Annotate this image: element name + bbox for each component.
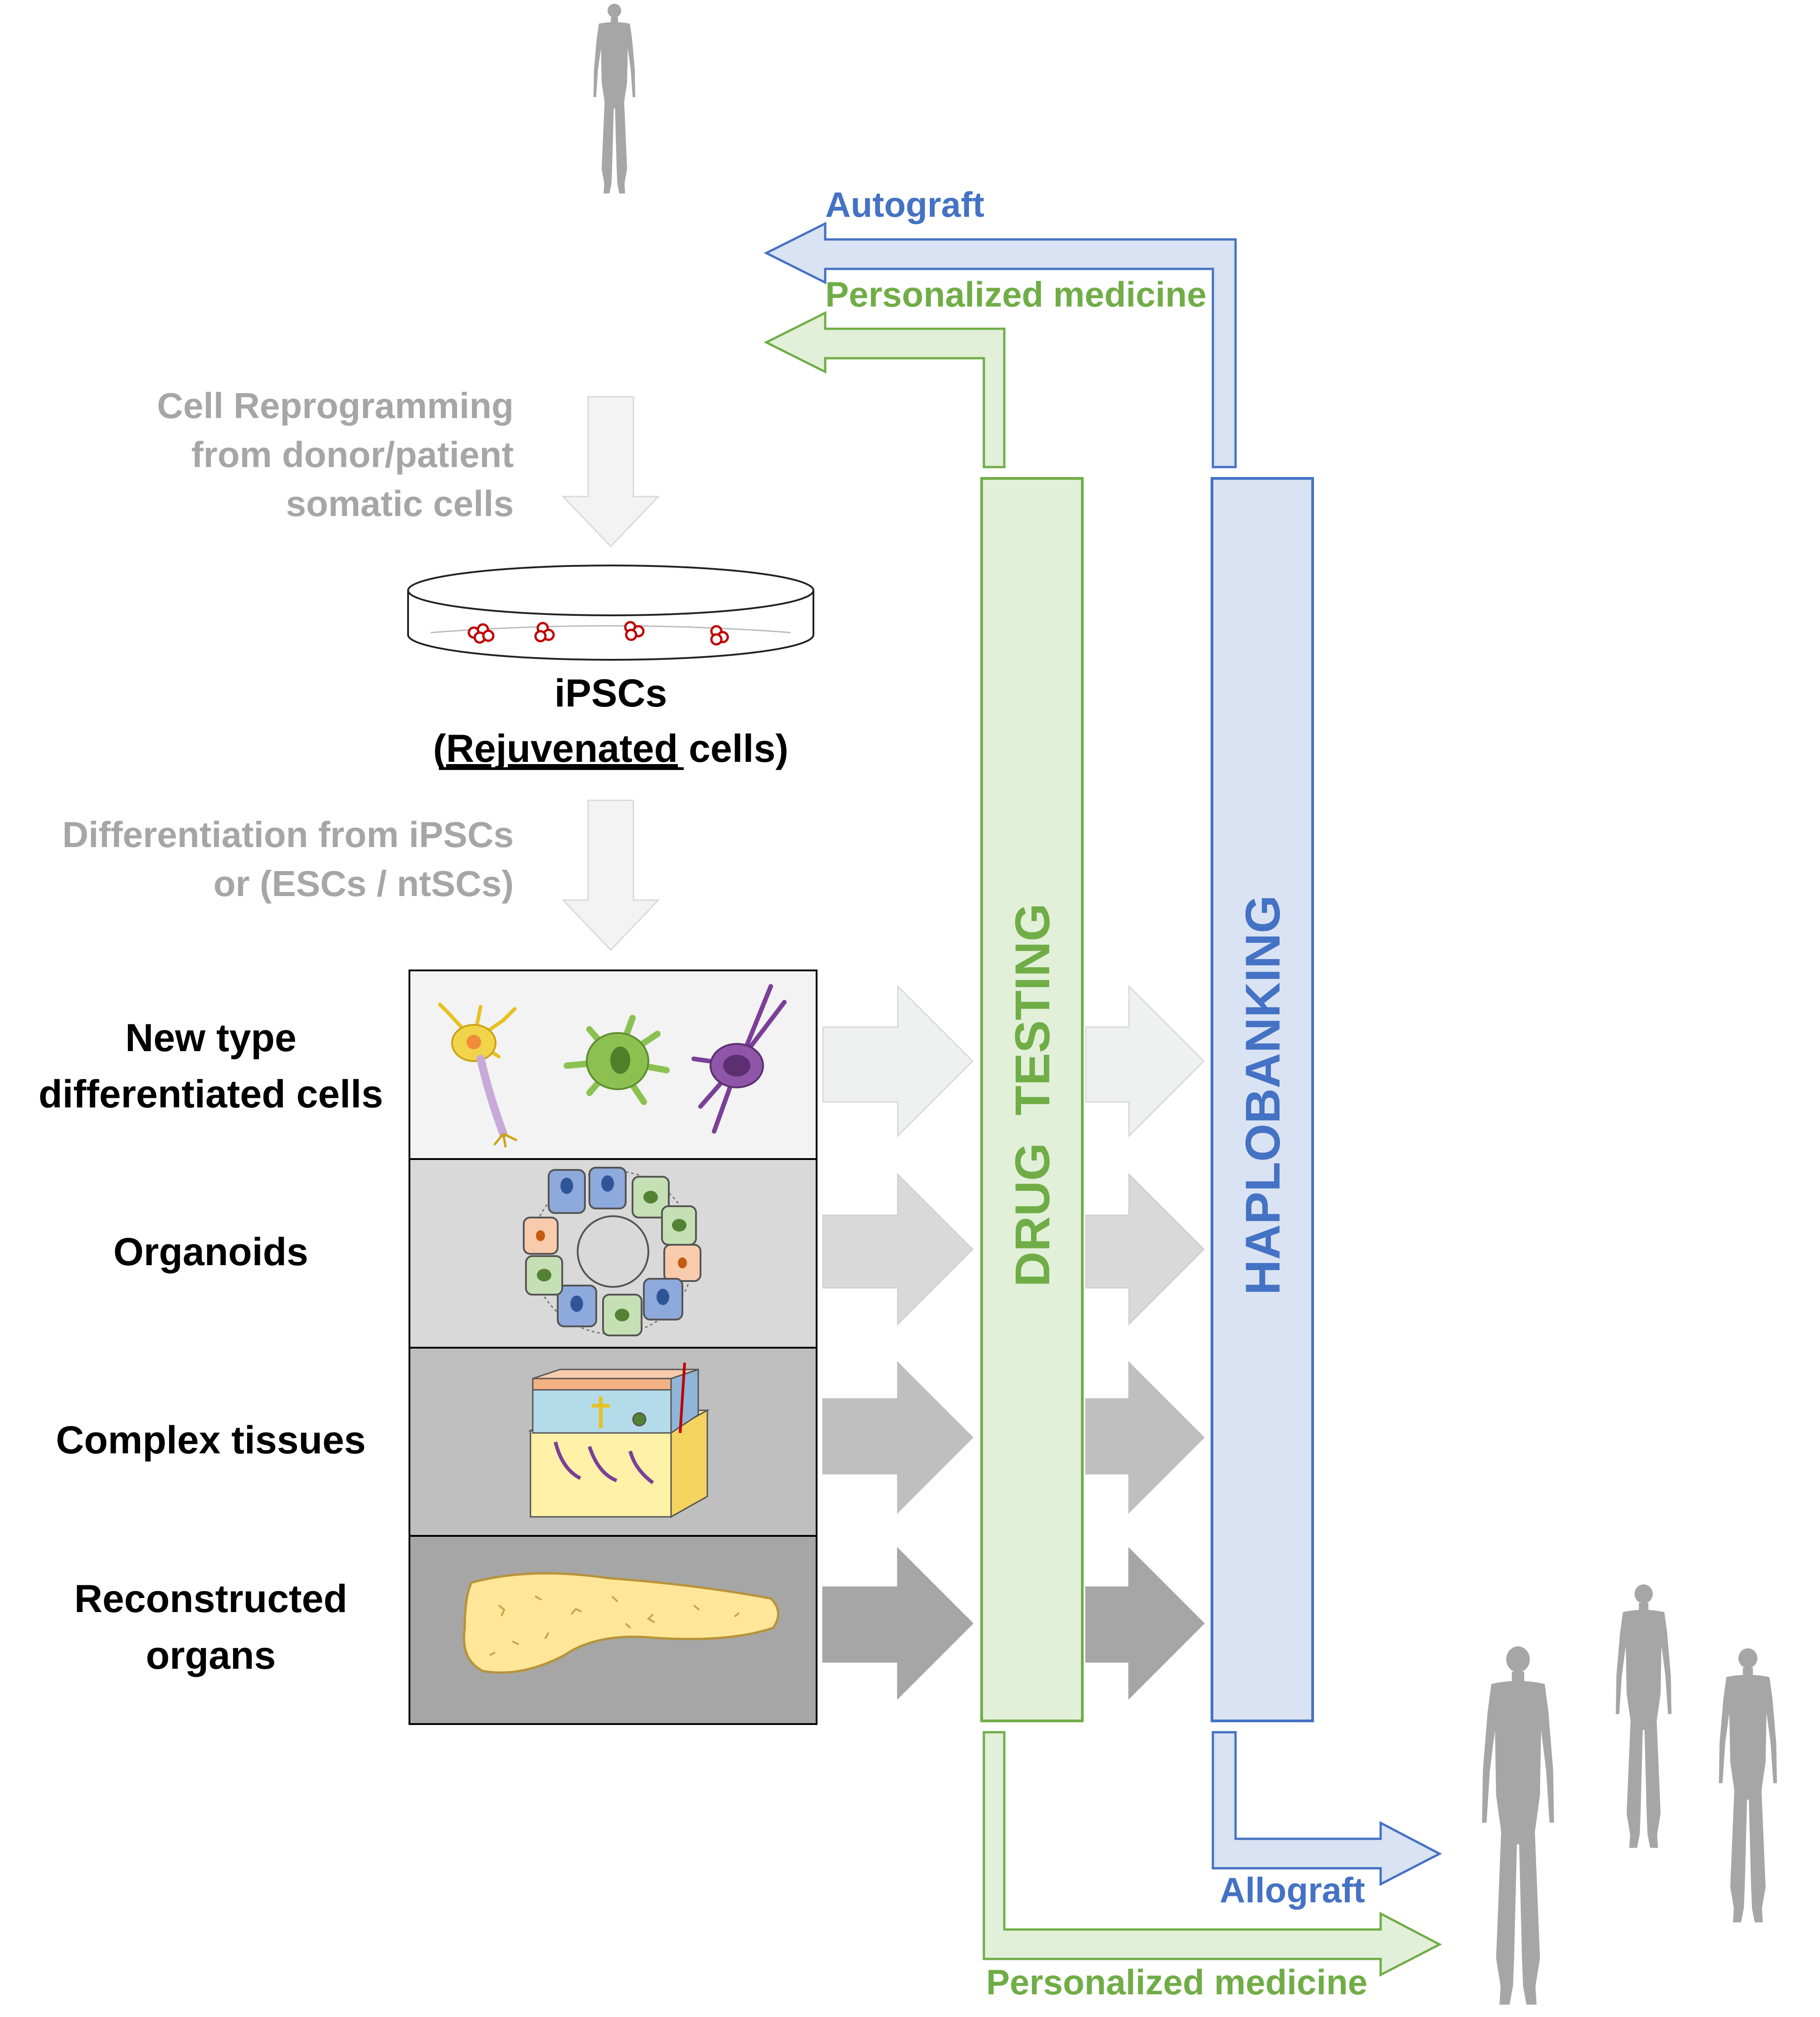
ipscs-subtitle: (Rejuvenated cells) [433, 727, 788, 770]
ipsc-colony [624, 621, 645, 641]
personalized-medicine-top-label: Personalized medicine [825, 274, 1207, 314]
differentiation-line-2: or (ESCs / ntSCs) [214, 863, 514, 904]
astrocyte-illustration [564, 1015, 670, 1105]
row-label-cells-2: differentiated cells [39, 1072, 383, 1116]
allograft-label: Allograft [1220, 1870, 1365, 1910]
donor-silhouette [593, 4, 636, 194]
ipscs-rest: cells) [678, 727, 788, 770]
allograft-arrow [1212, 1731, 1442, 1886]
reprogramming-line-2: from donor/patient [191, 434, 514, 475]
row-arrows-organs [822, 1547, 1205, 1700]
differentiation-caption: Differentiation from iPSCs or (ESCs / nt… [62, 814, 514, 904]
ipsc-colony [710, 625, 729, 646]
row-label-cells-1: New type [125, 1016, 297, 1060]
ipscs-title: iPSCs [555, 672, 667, 715]
haplobanking-label: HAPLOBANKING [1235, 895, 1290, 1295]
drug-testing-bar [980, 477, 1084, 1722]
recipient-silhouette-3 [1719, 1648, 1777, 1923]
differentiation-arrow [561, 799, 660, 951]
reprogramming-line-1: Cell Reprogramming [157, 385, 514, 426]
reprogramming-caption: Cell Reprogramming from donor/patient so… [157, 385, 514, 524]
row-arrows-cells [822, 984, 1205, 1138]
row-label-organs-2: organs [146, 1634, 276, 1677]
personalized-medicine-bottom-label: Personalized medicine [986, 1962, 1367, 2002]
organoid-illustration [523, 1167, 701, 1336]
recipient-silhouette-1 [1482, 1646, 1554, 2005]
purple-cell-illustration [691, 984, 787, 1134]
ipsc-colony [534, 622, 555, 643]
pancreas-illustration [462, 1572, 779, 1674]
row-label-organoids: Organoids [113, 1230, 308, 1274]
row-labels: New type differentiated cells Organoids … [39, 1016, 383, 1677]
row-label-tissues: Complex tissues [56, 1418, 365, 1462]
differentiation-line-1: Differentiation from iPSCs [62, 814, 514, 855]
reprogramming-line-3: somatic cells [286, 483, 514, 524]
personalized-medicine-bottom-arrow [983, 1731, 1442, 1977]
ipscs-open-paren: ( [433, 727, 446, 770]
ipsc-colony [467, 623, 495, 644]
neuron-illustration [438, 1003, 518, 1148]
petri-dish [407, 565, 814, 661]
tissue-illustration [528, 1362, 710, 1518]
recipient-silhouette-2 [1616, 1584, 1672, 1848]
ipscs-underlined-word: Rejuvenated [446, 727, 678, 770]
personalized-medicine-top-arrow [764, 311, 1006, 468]
autograft-label: Autograft [825, 185, 984, 224]
reprogramming-arrow [561, 396, 660, 548]
row-label-organs-1: Reconstructed [74, 1577, 347, 1621]
row-arrows-organoids [822, 1173, 1205, 1326]
drug-testing-label: DRUG TESTING [1005, 903, 1060, 1287]
haplobanking-bar [1211, 477, 1314, 1722]
row-arrows-tissues [822, 1361, 1205, 1514]
autograft-arrow [764, 221, 1237, 468]
